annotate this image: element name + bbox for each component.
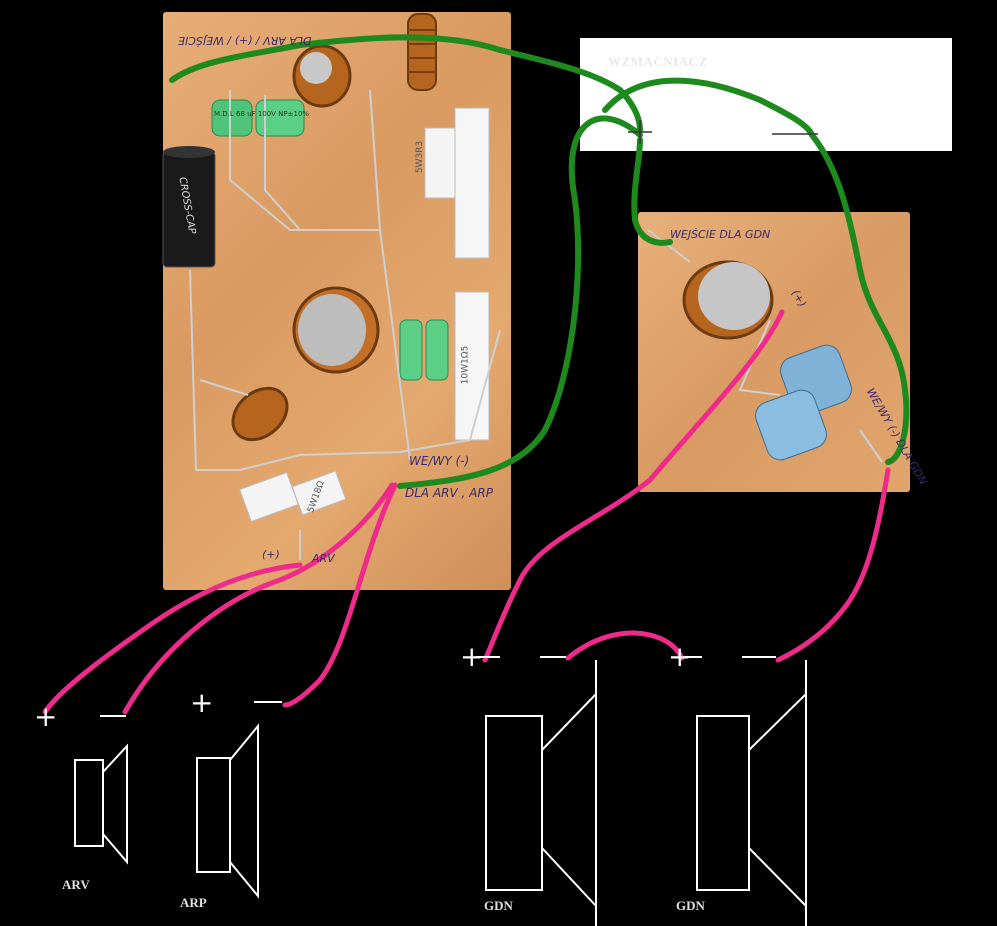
amplifier-terminals [628,120,818,144]
speaker-arp-symbol [196,723,259,899]
speaker-label-gdn-1: GDN [484,898,513,913]
green-wire-plus-to-tweeter [169,34,643,133]
label-mdl-68: M.D.L 68 uF 100V NP±10% [214,110,310,118]
arv-plus-mark: + [34,700,58,733]
pink-wire-arv-plus [42,562,303,715]
pink-wire-gdn-link [565,630,685,661]
note-output-mid: WE/WY (-) [409,454,470,468]
resistor-10w [454,107,490,441]
note-arv-plus: (+) [262,548,280,561]
woofer-capacitors [755,344,852,461]
amplifier-label: WZMACNIACZ [608,54,708,69]
mdl-capacitors-top [211,99,305,137]
resistors-bottom [239,470,347,523]
mdl-capacitors-middle [399,319,449,381]
board-a-wiring [189,89,501,560]
pink-wire-gdn2-minus [775,467,891,663]
green-wire-plus-to-woofer [631,137,673,246]
arp-plus-mark: + [190,686,214,719]
resistor-5w3r3 [424,127,456,199]
green-wire-minus-to-woofer [809,132,910,465]
note-output-mid-for: DLA ARV , ARP [405,486,493,500]
label-res-5w3r3: 5W3R3 [415,140,426,174]
note-input-tweeter: DLA ARV / (+) / WEJŚCIE [178,34,312,47]
green-amplifier-wires [169,34,910,489]
board-b-wiring [647,229,883,463]
green-wire-amp-link [602,77,815,138]
pink-speaker-wires [42,309,891,715]
woofer-coil [682,260,774,340]
inductor-coil-bottom-left [231,386,289,442]
speaker-label-arp: ARP [180,895,207,910]
note-arv-tag: ARV [312,552,335,565]
speaker-label-gdn-2: GDN [676,898,705,913]
pink-wire-arv-minus [122,482,395,715]
inductor-coil-top-right [407,13,437,91]
label-res-10w1: 10W1Ω5 [460,345,471,385]
speaker-label-arv: ARV [62,877,90,892]
pink-wire-arp-minus [282,482,398,708]
speaker-arv-symbol [74,743,128,865]
gdn2-plus-mark: + [668,640,692,673]
note-woofer-input: WEJŚCIE DLA GDN [670,228,771,241]
inductor-coil-top-left [292,44,352,108]
speaker-gdn1-symbol [485,660,597,926]
gdn1-plus-mark: + [460,640,484,673]
green-wire-plus-to-mid [397,115,643,489]
terminal-dashes [100,656,776,717]
crosscap-capacitor [162,146,216,268]
inductor-coil-center [292,286,380,374]
speaker-gdn2-symbol [696,660,807,926]
pink-wire-gdn1-plus [482,309,785,663]
